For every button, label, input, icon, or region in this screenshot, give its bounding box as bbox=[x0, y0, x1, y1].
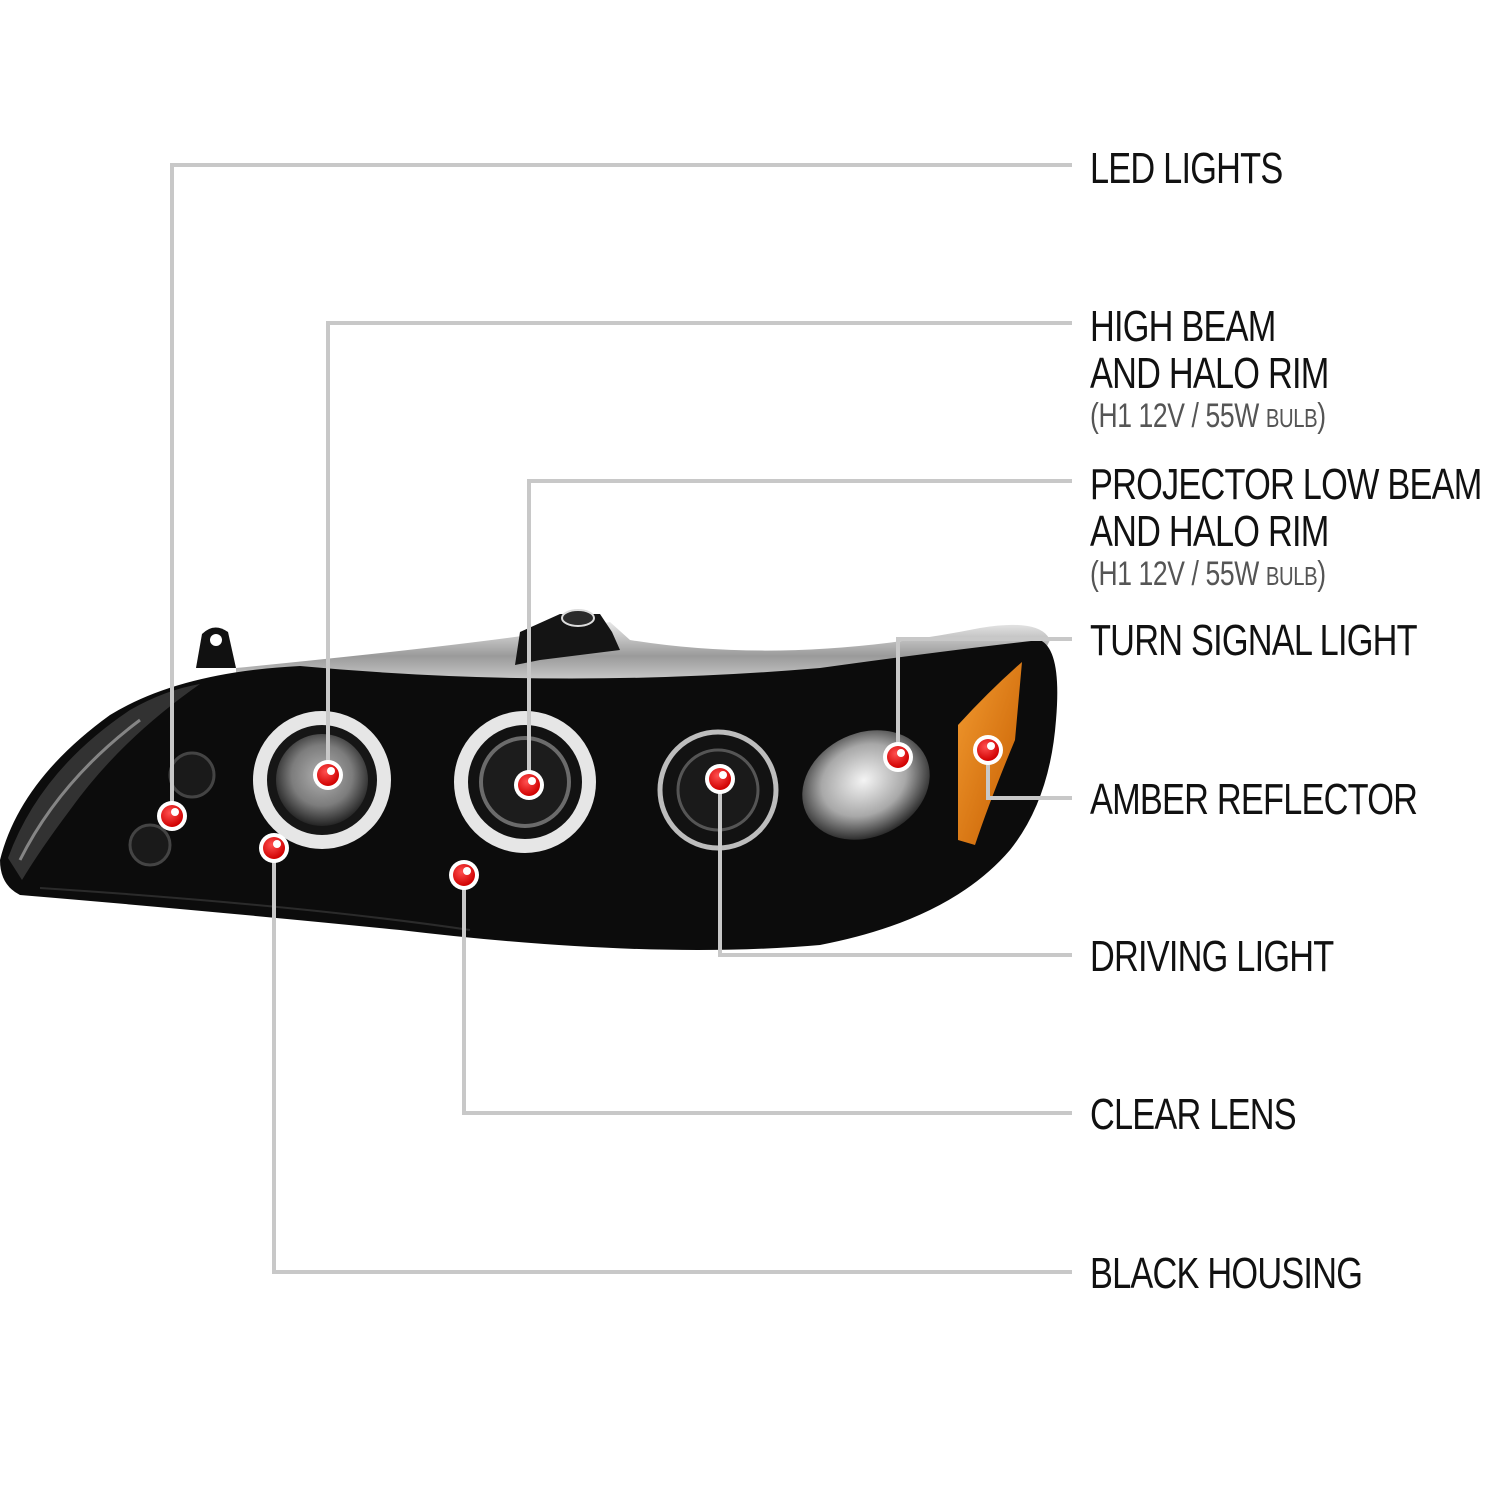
label-black-housing: BLACK HOUSING bbox=[1090, 1249, 1363, 1298]
label-bulb-spec: (H1 12V / 55W BULB) bbox=[1090, 555, 1326, 593]
marker-dot-icon bbox=[973, 735, 1003, 765]
label-turn-signal: TURN SIGNAL LIGHT bbox=[1090, 616, 1418, 665]
marker-dot-icon bbox=[157, 801, 187, 831]
label-title: LED LIGHTS bbox=[1090, 144, 1283, 193]
marker-dot-icon bbox=[259, 833, 289, 863]
marker-dot-icon bbox=[705, 764, 735, 794]
label-title-line2: AND HALO RIM bbox=[1090, 507, 1329, 556]
label-title: DRIVING LIGHT bbox=[1090, 932, 1334, 981]
label-projector-low-beam: PROJECTOR LOW BEAM AND HALO RIM (H1 12V … bbox=[1090, 460, 1482, 595]
label-amber-reflector: AMBER REFLECTOR bbox=[1090, 775, 1418, 824]
callout-lines bbox=[170, 163, 1072, 1274]
label-high-beam: HIGH BEAM AND HALO RIM (H1 12V / 55W BUL… bbox=[1090, 303, 1329, 437]
label-bulb-spec: (H1 12V / 55W BULB) bbox=[1090, 397, 1326, 435]
label-title: CLEAR LENS bbox=[1090, 1090, 1297, 1139]
label-title: HIGH BEAM bbox=[1090, 302, 1276, 351]
mounting-tab-icon bbox=[196, 627, 236, 668]
marker-dot-icon bbox=[514, 770, 544, 800]
label-clear-lens: CLEAR LENS bbox=[1090, 1090, 1297, 1139]
marker-dot-icon bbox=[313, 760, 343, 790]
marker-dot-icon bbox=[449, 860, 479, 890]
marker-dot-icon bbox=[883, 742, 913, 772]
label-title-line2: AND HALO RIM bbox=[1090, 349, 1329, 398]
label-driving-light: DRIVING LIGHT bbox=[1090, 932, 1334, 981]
label-title: PROJECTOR LOW BEAM bbox=[1090, 460, 1482, 509]
marker-dots bbox=[157, 735, 1003, 890]
label-led-lights: LED LIGHTS bbox=[1090, 144, 1283, 193]
label-title: TURN SIGNAL LIGHT bbox=[1090, 616, 1418, 665]
label-title: BLACK HOUSING bbox=[1090, 1249, 1363, 1298]
label-title: AMBER REFLECTOR bbox=[1090, 775, 1418, 824]
